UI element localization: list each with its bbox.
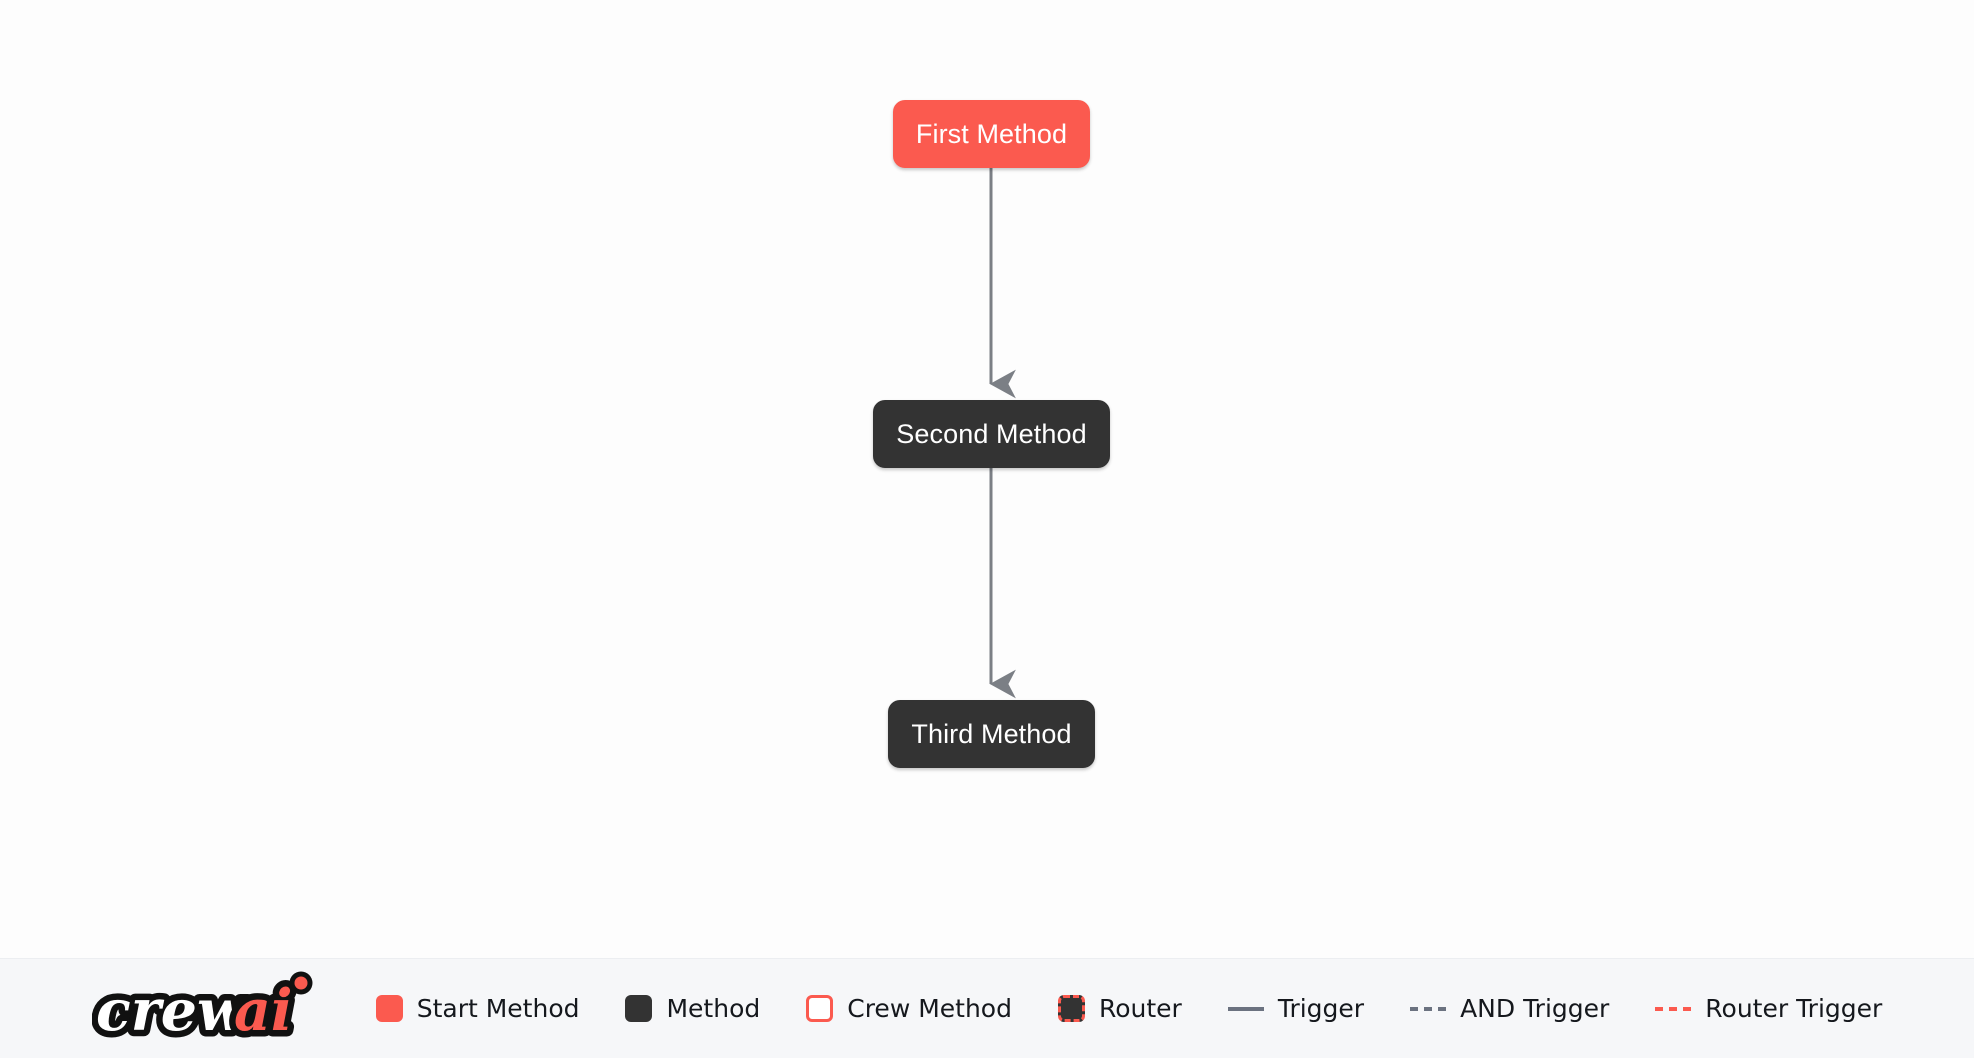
legend-label: Router Trigger <box>1705 994 1883 1023</box>
svg-text:crew: crew <box>96 977 248 1044</box>
flow-canvas[interactable]: First Method Second Method Third Method <box>0 0 1974 958</box>
flow-node-label: First Method <box>915 118 1068 149</box>
legend-item-start-method: Start Method <box>375 994 580 1023</box>
legend-item-and-trigger: AND Trigger <box>1410 996 1609 1021</box>
legend-label: Router <box>1098 994 1182 1023</box>
legend-label: Start Method <box>416 994 580 1023</box>
router-trigger-line-icon <box>1655 1006 1692 1011</box>
flow-node-third-method[interactable]: Third Method <box>888 700 1095 768</box>
and-trigger-line-icon <box>1410 1006 1447 1011</box>
svg-text:crew: crew <box>96 977 248 1044</box>
legend-item-method: Method <box>625 995 760 1022</box>
flow-node-label: Third Method <box>911 718 1072 749</box>
method-swatch-icon <box>625 995 653 1022</box>
trigger-line-icon <box>1227 1006 1264 1011</box>
legend-label: Trigger <box>1277 994 1365 1023</box>
svg-text:ai: ai <box>234 977 293 1044</box>
crewai-logo[interactable]: crew crew ai ai <box>92 970 324 1048</box>
start-method-swatch-icon <box>375 995 403 1022</box>
flow-node-second-method[interactable]: Second Method <box>873 400 1110 468</box>
legend-item-router-trigger: Router Trigger <box>1655 996 1882 1021</box>
legend-items-container: crew crew ai ai Start Method Method <box>92 970 1883 1048</box>
svg-text:ai: ai <box>234 977 293 1044</box>
legend-bar: crew crew ai ai Start Method Method <box>0 958 1974 1058</box>
flow-node-first-method[interactable]: First Method <box>893 100 1090 168</box>
legend-label: AND Trigger <box>1460 994 1610 1023</box>
legend-label: Crew Method <box>847 994 1012 1023</box>
legend-item-trigger: Trigger <box>1227 994 1365 1023</box>
flow-node-label: Second Method <box>896 418 1087 449</box>
legend-label: Method <box>666 994 761 1023</box>
legend-item-router: Router <box>1057 994 1182 1023</box>
legend-item-crew-method: Crew Method <box>806 995 1012 1022</box>
crew-method-swatch-icon <box>806 995 834 1022</box>
router-swatch-icon <box>1057 995 1085 1022</box>
crewai-logo-icon: crew crew ai ai <box>92 970 313 1048</box>
